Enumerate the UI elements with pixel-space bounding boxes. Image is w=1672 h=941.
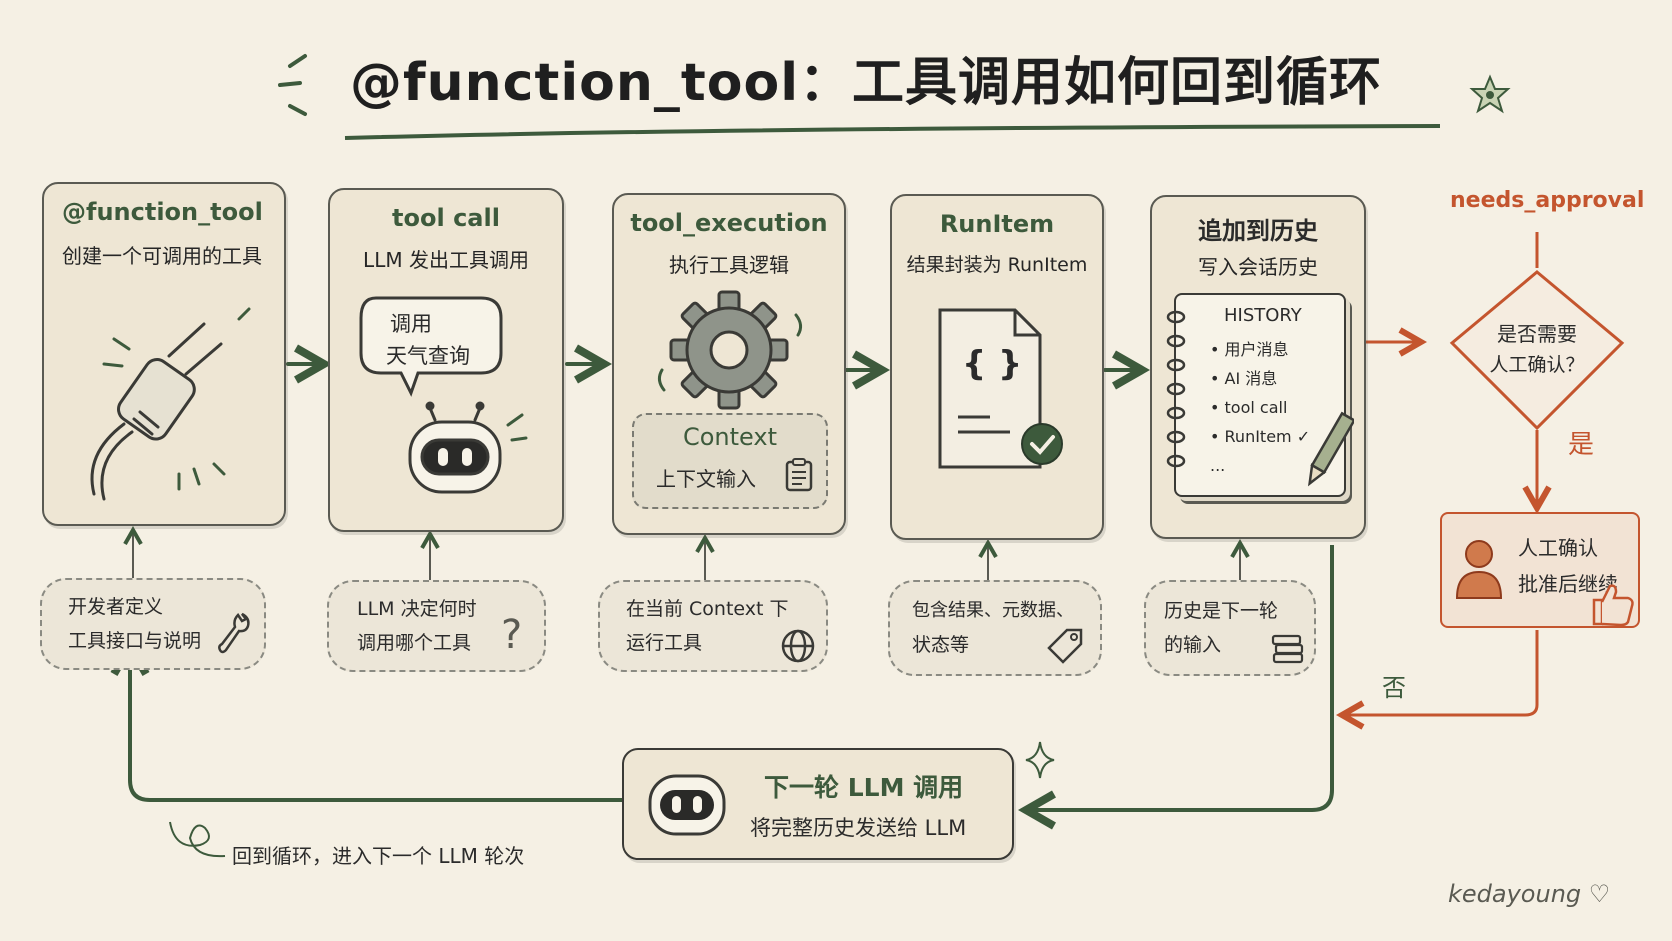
history-item: • RunItem ✓ — [1210, 427, 1311, 446]
signature: kedayoung ♡ — [1448, 880, 1611, 908]
note-line-2: 工具接口与说明 — [68, 630, 202, 652]
step-title: tool call — [392, 204, 500, 232]
tag-icon — [1047, 628, 1083, 664]
note-line-1: 包含结果、元数据、 — [912, 600, 1074, 621]
decision-question-line-1: 是否需要 — [1497, 322, 1577, 346]
step-subtitle: 执行工具逻辑 — [669, 253, 789, 277]
step-subtitle: 结果封装为 RunItem — [906, 254, 1088, 276]
robot-icon — [648, 774, 726, 836]
note-line-2: 运行工具 — [626, 632, 703, 654]
robot-icon — [408, 401, 528, 494]
step-subtitle: 创建一个可调用的工具 — [62, 244, 262, 268]
history-item: • AI 消息 — [1210, 369, 1278, 388]
note-history-input: 历史是下一轮 的输入 — [1144, 580, 1316, 676]
pencil-icon — [1307, 411, 1354, 487]
context-box: Context 上下文输入 — [632, 413, 828, 509]
history-title: HISTORY — [1224, 305, 1302, 326]
human-approval-card: 人工确认 批准后继续 — [1440, 512, 1640, 628]
next-round-card: 下一轮 LLM 调用 将完整历史发送给 LLM — [622, 748, 1014, 860]
arrow-no — [1345, 630, 1539, 715]
approval-card-line-1: 人工确认 — [1518, 536, 1598, 560]
thumbs-up-icon — [1592, 584, 1634, 627]
step-card-function-tool: @function_tool 创建一个可调用的工具 — [42, 182, 286, 526]
clipboard-icon — [785, 458, 813, 492]
arrow-loop-back — [130, 650, 622, 802]
title-star-icon — [1469, 74, 1511, 114]
title-decor-left — [278, 54, 307, 116]
person-icon — [1455, 540, 1503, 599]
no-label: 否 — [1382, 674, 1406, 702]
bubble-line-1: 调用 — [390, 312, 432, 336]
question-icon: ? — [501, 612, 523, 658]
decision-diamond — [1449, 270, 1625, 431]
step-title: @function_tool — [62, 198, 263, 226]
note-runitem-content: 包含结果、元数据、 状态等 — [888, 580, 1102, 676]
check-badge-icon — [1021, 423, 1063, 465]
decision-question-line-2: 人工确认？ — [1489, 354, 1585, 376]
step-title: 追加到历史 — [1198, 217, 1318, 245]
arrow-history-to-next — [1030, 545, 1334, 810]
step-card-tool-execution: tool_execution 执行工具逻辑 Context 上下文输入 — [612, 193, 846, 535]
note-context-run: 在当前 Context 下 运行工具 — [598, 580, 828, 672]
page-title: @function_tool：工具调用如何回到循环 — [350, 53, 1383, 113]
loop-note: 回到循环，进入下一个 LLM 轮次 — [232, 844, 525, 868]
context-title: Context — [682, 423, 778, 451]
sparkle-icon — [1025, 741, 1055, 779]
step-subtitle: 写入会话历史 — [1198, 255, 1318, 279]
step-card-history: 追加到历史 写入会话历史 HISTORY • 用户消息 • AI 消息 • to… — [1150, 195, 1366, 539]
wrench-icon — [218, 612, 250, 654]
gear-icon — [657, 290, 803, 410]
plug-icon — [90, 307, 251, 501]
stack-icon — [1271, 634, 1304, 664]
step-title: RunItem — [939, 210, 1055, 238]
step-title: tool_execution — [630, 209, 828, 237]
doc-braces: { } — [962, 344, 1023, 384]
note-line-2: 的输入 — [1164, 634, 1222, 656]
approval-card-line-2: 批准后继续 — [1518, 572, 1618, 596]
yes-label: 是 — [1568, 430, 1595, 460]
next-round-title: 下一轮 LLM 调用 — [764, 773, 964, 802]
step-subtitle: LLM 发出工具调用 — [363, 248, 529, 272]
document-icon — [938, 308, 1063, 469]
history-list: • 用户消息 • AI 消息 • tool call • RunItem ✓ .… — [1210, 335, 1310, 480]
step-card-tool-call: tool call LLM 发出工具调用 调用 天气查询 — [328, 188, 564, 532]
note-line-1: 开发者定义 — [68, 596, 164, 618]
history-item: • 用户消息 — [1210, 340, 1289, 359]
chat-bubble-icon — [359, 296, 503, 397]
history-item: ... — [1210, 456, 1226, 475]
note-line-1: 在当前 Context 下 — [626, 598, 789, 620]
note-developer: 开发者定义 工具接口与说明 — [40, 578, 266, 670]
loop-curl — [169, 821, 226, 858]
note-line-1: 历史是下一轮 — [1164, 600, 1279, 622]
context-subtitle: 上下文输入 — [656, 467, 756, 491]
note-llm-decides: LLM 决定何时 调用哪个工具 ? — [327, 580, 546, 672]
title-underline — [344, 124, 1441, 140]
globe-icon — [781, 629, 815, 663]
notebook-rings — [1166, 310, 1186, 468]
note-line-1: LLM 决定何时 — [357, 598, 477, 620]
step-card-runitem: RunItem 结果封装为 RunItem { } — [890, 194, 1104, 540]
note-line-2: 状态等 — [912, 634, 970, 656]
history-item: • tool call — [1210, 398, 1288, 417]
note-line-2: 调用哪个工具 — [357, 632, 472, 654]
bubble-line-2: 天气查询 — [386, 344, 470, 368]
next-round-subtitle: 将完整历史发送给 LLM — [750, 816, 967, 840]
needs-approval-label: needs_approval — [1450, 188, 1645, 213]
